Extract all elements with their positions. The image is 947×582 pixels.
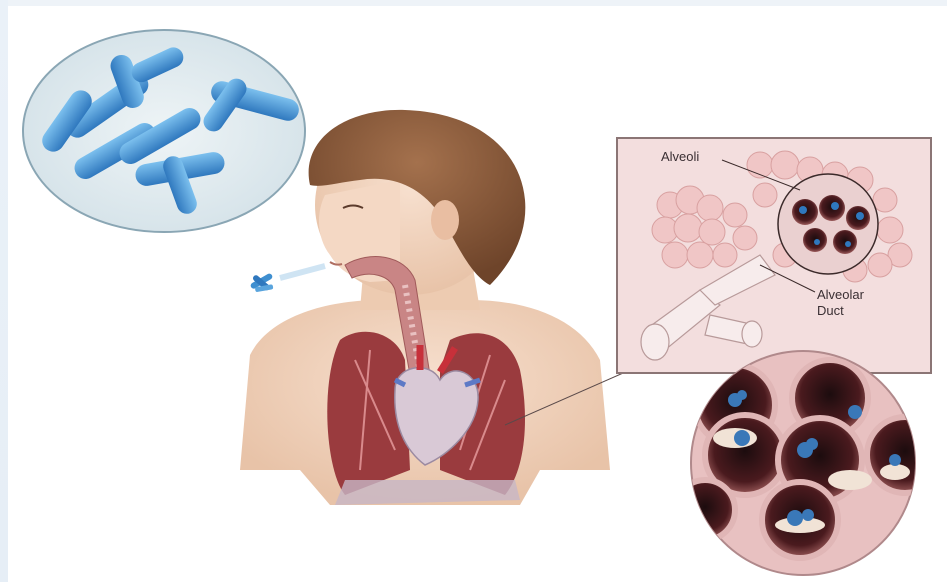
label-duct: Duct [817,304,844,318]
alveoli-inset [617,138,931,373]
label-alveoli: Alveoli [661,150,699,164]
alveoli-magnified [675,351,943,575]
label-alveolar: Alveolar [817,288,864,302]
bacteria-inset [23,30,305,232]
inhaled-particles [250,266,325,292]
